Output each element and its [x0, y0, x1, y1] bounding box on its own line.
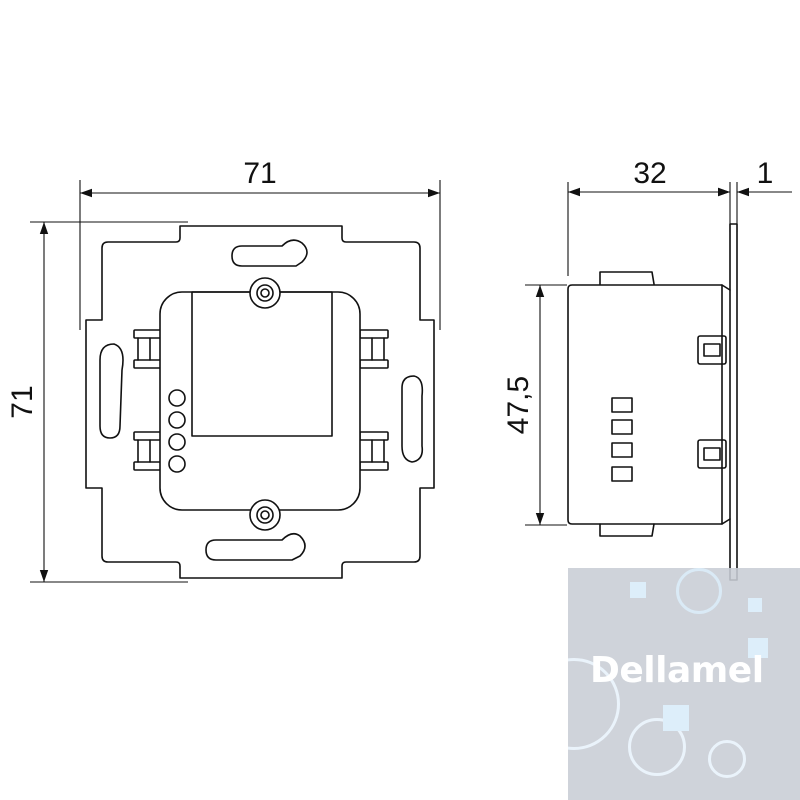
terminal-pins-right	[359, 329, 389, 471]
top-clip	[599, 271, 655, 285]
watermark-text: Dellamel	[590, 650, 764, 691]
side-clip-upper	[697, 335, 727, 365]
side-clip-lower	[697, 439, 727, 469]
led-indicators	[168, 389, 186, 473]
slot-left	[99, 343, 124, 439]
front-view: 71 71	[6, 157, 441, 583]
module-body	[159, 291, 361, 511]
terminal-pins-left	[133, 329, 163, 471]
terminal-openings	[611, 397, 633, 482]
side-body	[567, 284, 723, 525]
side-view: 32 1 47,5	[502, 157, 792, 581]
screw-bottom-icon	[249, 499, 281, 531]
plate-dimension-label: 1	[757, 157, 774, 190]
mounting-plate	[729, 223, 738, 581]
screw-top-icon	[249, 277, 281, 309]
depth-dimension-label: 32	[633, 157, 666, 190]
slot-right	[401, 375, 424, 463]
side-height-dimension-label: 47,5	[502, 376, 535, 434]
width-dimension-label: 71	[243, 157, 276, 190]
height-dimension-label: 71	[6, 385, 39, 418]
mounting-frame-outline	[85, 225, 435, 579]
slot-top	[231, 239, 308, 267]
bottom-clip	[599, 523, 655, 537]
slot-bottom	[205, 532, 306, 561]
watermark-logo: Dellamel	[568, 568, 800, 800]
